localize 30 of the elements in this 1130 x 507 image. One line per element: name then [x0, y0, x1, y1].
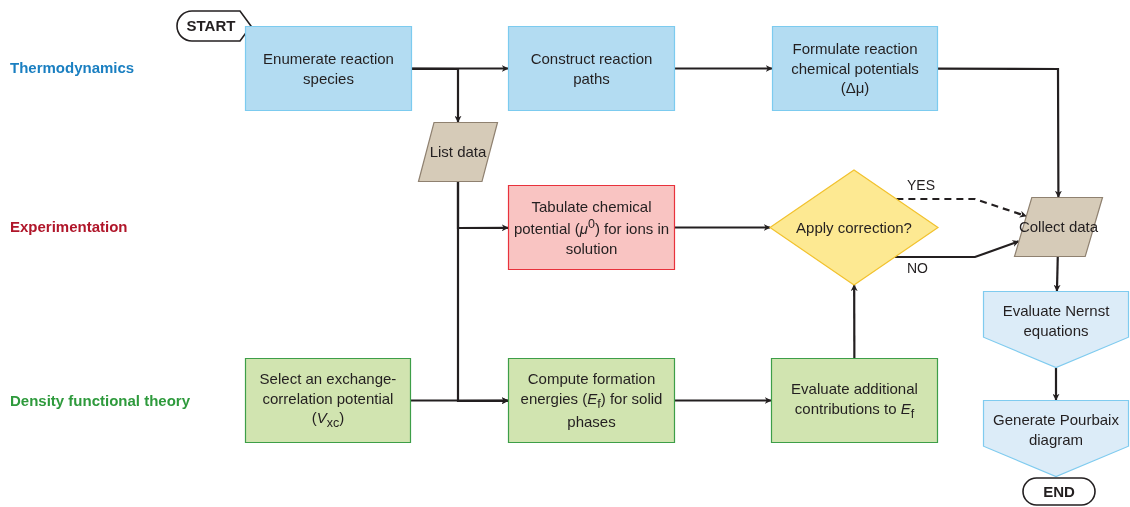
process-box: Evaluate additional contributions to E$_{f}$: [771, 358, 938, 443]
arrow: [1053, 256, 1061, 292]
process-box: Select an exchange-correlation potential (V$_{xc}$): [245, 358, 411, 443]
arrow: [412, 67, 462, 123]
row-heading: Density functional theory: [10, 392, 191, 409]
data-parallelogram: List data: [418, 122, 498, 182]
arrow: [850, 284, 858, 358]
end-terminator: END: [1022, 477, 1096, 506]
output-pentagon: Evaluate Nernst equations: [983, 291, 1129, 368]
arrow: [894, 240, 1020, 259]
arrow: [412, 65, 509, 72]
edge-label: NO: [906, 260, 929, 276]
arrow: [675, 397, 772, 404]
process-box: Formulate reaction chemical potentials (Δμ): [772, 26, 938, 111]
arrow: [1052, 368, 1060, 401]
arrow: [938, 67, 1062, 198]
arrow: [411, 397, 509, 404]
process-box: Enumerate reaction species: [245, 26, 412, 111]
edge-label: YES: [906, 177, 936, 193]
process-box: Tabulate chemical potential (μ$^{0}$) for ions in solution: [508, 185, 675, 270]
arrow: [675, 224, 771, 231]
start-terminator: START: [176, 10, 252, 42]
arrow: [675, 65, 773, 72]
row-heading: Thermodynamics: [10, 59, 135, 76]
process-box: Construct reaction paths: [508, 26, 675, 111]
process-box: Compute formation energies (E$_{f}$) for solid phases: [508, 358, 675, 443]
data-parallelogram: Collect data: [1014, 197, 1103, 257]
output-pentagon: Generate Pourbaix diagram: [983, 400, 1129, 477]
row-heading: Experimentation: [10, 218, 128, 235]
arrow: [896, 197, 1027, 218]
